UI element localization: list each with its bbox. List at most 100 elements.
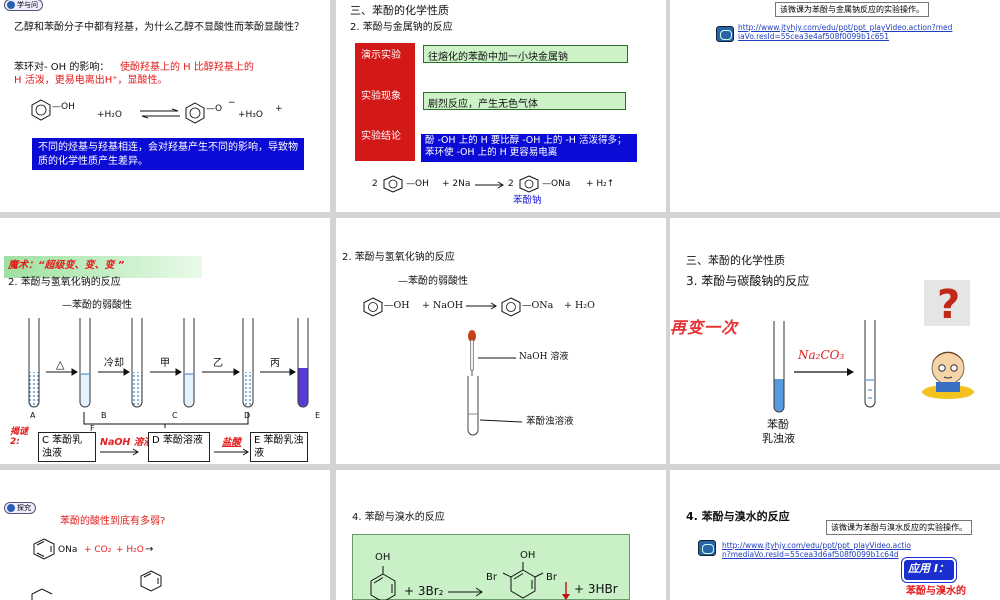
video-icon[interactable] — [698, 540, 716, 556]
arrow-label-c: 丙 — [270, 358, 280, 369]
magic-title: 魔术：“超级变、变、变 ” — [8, 260, 125, 271]
benzene-ring-icon — [363, 297, 383, 317]
answer-text: 使酚羟基上的 H 比醇羟基上的 H 活泼，更易电离出H⁺，显酸性。 — [14, 62, 254, 86]
tube-label-e: E — [315, 411, 321, 420]
eq-h2o: +H₂O — [97, 110, 123, 120]
video-icon[interactable] — [716, 26, 734, 42]
application-badge — [902, 558, 956, 582]
tube-a — [28, 318, 40, 408]
tab-label: 学与问 — [17, 1, 38, 9]
na2co3-label: Na₂CO₃ — [798, 348, 845, 362]
eq-h2o: + H₂O — [564, 300, 595, 311]
subsection-title: 4. 苯酚与溴水的反应 — [352, 512, 445, 523]
subsection-title: 2. 苯酚与氢氧化钠的反应 — [8, 277, 121, 288]
slide-5[interactable]: 2. 苯酚与氢氧化钠的反应 —苯酚的弱酸性 —OH + NaOH —ONa + … — [336, 218, 666, 464]
phenol-ring-icon — [370, 566, 396, 600]
eq-oh: —OH — [384, 300, 410, 311]
box-arrow-2-icon — [214, 448, 249, 456]
slide-6[interactable]: 三、苯酚的化学性质 3. 苯酚与碳酸钠的反应 再变一次 Na₂CO₃ 苯酚 乳浊… — [670, 218, 1000, 464]
eq-oh-right: OH — [520, 550, 536, 561]
subsection-title: 3. 苯酚与碳酸钠的反应 — [686, 274, 810, 288]
slide-4[interactable]: 魔术：“超级变、变、变 ” 2. 苯酚与氢氧化钠的反应 —苯酚的弱酸性 — [0, 218, 330, 464]
box-arrow-1-icon — [100, 448, 139, 456]
box-d: D 苯酚溶液 — [148, 432, 210, 462]
application-subtitle: 苯酚与溴水的 — [906, 586, 966, 597]
slide-7[interactable]: 探究 苯酚的酸性到底有多弱? ONa + CO₂ + H₂O → — [0, 470, 330, 600]
hcl-label: 盐酸 — [222, 437, 242, 448]
eq-o: —O — [206, 104, 223, 114]
slide-1[interactable]: 学与问 乙醇和苯酚分子中都有羟基，为什么乙醇不显酸性而苯酚显酸性？ 苯环对- O… — [0, 0, 330, 212]
tube-label-a: A — [30, 411, 36, 420]
eq-oh: —OH — [406, 179, 429, 189]
slide-3[interactable]: 该微课为苯酚与金属钠反应的实验操作。 http://www.jtyhjy.com… — [670, 0, 1000, 212]
slide-title: 4. 苯酚与溴水的反应 — [686, 510, 790, 523]
naoh-solution-label: NaOH 溶液 — [519, 352, 569, 362]
slide-8[interactable]: 4. 苯酚与溴水的反应 OH + 3Br₂ OH Br Br + 3HBr — [336, 470, 666, 600]
eq-oh: —OH — [52, 102, 75, 112]
eq-br2: + 3Br₂ — [404, 584, 444, 598]
question-text: 乙醇和苯酚分子中都有羟基，为什么乙醇不显酸性而苯酚显酸性？ — [14, 22, 304, 33]
tribromophenol-ring-icon — [502, 562, 544, 599]
eq-h2: + H₂↑ — [586, 179, 615, 189]
weak-acid-label: —苯酚的弱酸性 — [62, 300, 132, 311]
experiment-box: 往熔化的苯酚中加一小块金属钠 — [423, 45, 628, 63]
eq-br-right: Br — [546, 572, 557, 583]
reaction-arrow-icon — [448, 587, 483, 597]
tube-c — [131, 318, 143, 408]
phenoxide-ring-icon — [501, 297, 521, 317]
tube-label-f: F — [90, 424, 95, 433]
benzene-ring-icon — [31, 99, 51, 121]
label-demo: 演示实验 — [361, 50, 401, 61]
section-title: 三、苯酚的化学性质 — [350, 4, 449, 17]
explore-tab: 探究 — [4, 502, 36, 514]
tube-label-b: B — [101, 411, 107, 420]
eq-minus: − — [228, 98, 236, 108]
product-label: 苯酚钠 — [513, 195, 542, 206]
svg-text:?: ? — [937, 282, 960, 328]
eq-ona: —ONa — [522, 300, 554, 311]
phenol-tube-icon — [773, 321, 785, 413]
precipitate-arrow-icon — [562, 582, 570, 600]
reagent-arrow-icon — [794, 368, 854, 376]
learn-ask-tab: 学与问 — [4, 0, 43, 11]
label-lines — [478, 357, 523, 423]
subsection-title: 2. 苯酚与金属钠的反应 — [350, 22, 453, 33]
phenoxide-ring-icon — [33, 538, 55, 560]
equilibrium-arrow-icon — [140, 108, 180, 119]
video-link[interactable]: http://www.jtyhjy.com/edu/ppt/ppt_playVi… — [738, 23, 953, 41]
eq-oh-left: OH — [375, 552, 391, 563]
naoh-label: NaOH 溶液 — [100, 437, 153, 448]
box-e: E 苯酚乳浊液 — [250, 432, 308, 462]
weak-acid-label: —苯酚的弱酸性 — [398, 276, 468, 287]
slide-2[interactable]: 三、苯酚的化学性质 2. 苯酚与金属钠的反应 演示实验 实验现象 实验结论 往熔… — [336, 0, 666, 212]
acid-question: 苯酚的酸性到底有多弱? — [60, 516, 166, 527]
conclusion-box: 酚 -OH 上的 H 要比醇 -OH 上的 -H 活泼得多；苯环使 -OH 上的… — [421, 134, 637, 162]
eq-ona: —ONa — [542, 179, 571, 189]
eq-arrow: → — [145, 544, 154, 555]
arrow-label-a: 甲 — [160, 358, 170, 369]
answer-prefix: 苯环对- OH 的影响： — [14, 62, 110, 73]
product-ring-icon — [140, 570, 162, 592]
magic-banner — [4, 256, 202, 278]
arrow-label-heat: △ — [56, 358, 65, 371]
test-tube-icon — [467, 376, 479, 436]
result-tube-icon — [864, 320, 876, 408]
phenol-label: 苯酚 — [767, 418, 789, 431]
eq-naoh: + NaOH — [422, 300, 464, 311]
tab-label: 探究 — [17, 504, 31, 512]
phenol-emulsion-label: 苯酚浊溶液 — [526, 416, 574, 427]
section-title: 三、苯酚的化学性质 — [686, 254, 785, 267]
eq-coef-2: 2 — [508, 179, 514, 189]
video-note: 该微课为苯酚与金属钠反应的实验操作。 — [775, 2, 929, 17]
eq-ona: ONa — [58, 545, 78, 555]
eq-coef-1: 2 — [372, 179, 378, 189]
tube-f — [297, 318, 309, 408]
slide-9[interactable]: 4. 苯酚与溴水的反应 该微课为苯酚与溴水反应的实验操作。 http://www… — [670, 470, 1000, 600]
phenoxide-ring-icon — [519, 175, 539, 193]
phenoxide-ring-icon — [185, 102, 205, 124]
test-tube-row — [28, 318, 309, 428]
eq-h2o: + H₂O — [116, 545, 144, 555]
emulsion-label: 乳浊液 — [762, 432, 795, 445]
video-link[interactable]: http://www.jtyhjy.com/edu/ppt/ppt_playVi… — [722, 541, 912, 559]
video-note: 该微课为苯酚与溴水反应的实验操作。 — [826, 520, 972, 535]
